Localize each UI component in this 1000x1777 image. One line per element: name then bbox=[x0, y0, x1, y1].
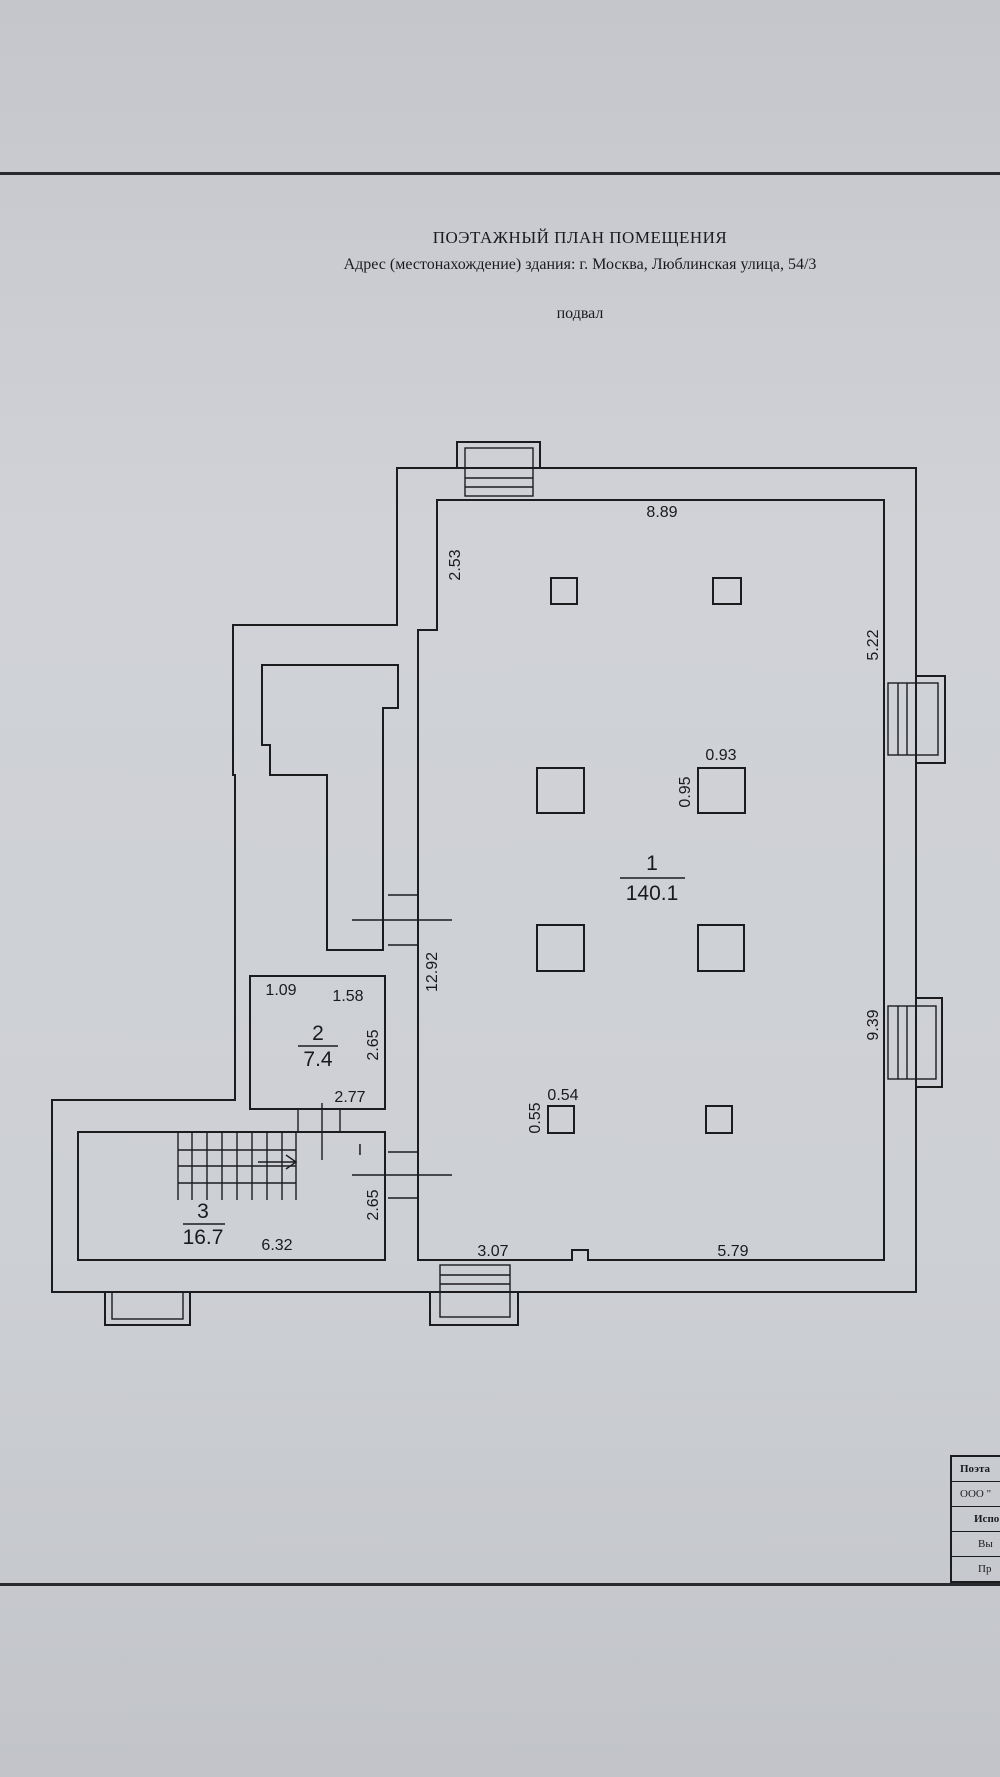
column bbox=[705, 1105, 733, 1134]
corridor-wall bbox=[261, 664, 399, 951]
dim-left-upper-height: 2.53 bbox=[447, 549, 464, 580]
room-3-area: 16.7 bbox=[183, 1226, 224, 1249]
room-1-area: 140.1 bbox=[626, 882, 679, 905]
dim-room2-bottom-width: 2.77 bbox=[334, 1089, 365, 1106]
entrance-top bbox=[456, 441, 541, 468]
outer-wall bbox=[51, 467, 917, 1293]
dim-small-column-width: 0.54 bbox=[547, 1087, 578, 1104]
room-3-wall bbox=[77, 1131, 386, 1261]
dim-column-height: 0.95 bbox=[677, 776, 694, 807]
stamp-row: Поэта bbox=[952, 1457, 1000, 1482]
address-line: Адрес (местонахождение) здания: г. Москв… bbox=[343, 256, 817, 273]
main-room-wall bbox=[417, 499, 885, 1261]
room-3-number: 3 bbox=[197, 1200, 209, 1223]
stair-bottom bbox=[439, 1264, 511, 1318]
entrance-bottom bbox=[429, 1292, 519, 1326]
room-1-number: 1 bbox=[646, 852, 658, 875]
column bbox=[697, 767, 746, 814]
column bbox=[697, 924, 745, 972]
column bbox=[547, 1105, 575, 1134]
pit-bottom-left bbox=[104, 1292, 191, 1326]
stamp-row: ООО " bbox=[952, 1482, 1000, 1507]
floor-label: подвал bbox=[556, 305, 604, 322]
column bbox=[536, 767, 585, 814]
column bbox=[536, 924, 585, 972]
room-2-number: 2 bbox=[312, 1022, 324, 1045]
room-3-stairs bbox=[177, 1132, 298, 1200]
plan-title: ПОЭТАЖНЫЙ ПЛАН ПОМЕЩЕНИЯ bbox=[432, 228, 728, 247]
dim-room3-height: 2.65 bbox=[365, 1189, 382, 1220]
dim-top-width: 8.89 bbox=[646, 504, 677, 521]
stair-right-upper bbox=[887, 682, 939, 756]
title-block-stamp: Поэта ООО " Испо Вы Пр bbox=[950, 1455, 1000, 1583]
dim-room2-height: 2.65 bbox=[365, 1029, 382, 1060]
dim-main-left-height: 12.92 bbox=[424, 952, 441, 992]
room-2-area: 7.4 bbox=[303, 1048, 333, 1071]
bottom-border-line bbox=[0, 1583, 1000, 1586]
dim-small-column-height: 0.55 bbox=[527, 1102, 544, 1133]
stair-right-lower bbox=[887, 1005, 937, 1080]
entrance-right-upper bbox=[916, 675, 946, 764]
dim-right-upper-height: 5.22 bbox=[865, 629, 882, 660]
top-border-line bbox=[0, 172, 1000, 175]
stamp-row: Вы bbox=[952, 1532, 1000, 1557]
dim-right-lower-height: 9.39 bbox=[865, 1009, 882, 1040]
stair-top bbox=[464, 447, 534, 497]
dim-room3-width: 6.32 bbox=[261, 1237, 292, 1254]
entrance-right-lower bbox=[916, 997, 943, 1088]
dim-room2-right-width: 1.58 bbox=[332, 988, 363, 1005]
room-2-wall bbox=[249, 975, 386, 1110]
stair-mark: I bbox=[358, 1142, 362, 1159]
column bbox=[550, 577, 578, 605]
column bbox=[712, 577, 742, 605]
stamp-row: Испо bbox=[952, 1507, 1000, 1532]
dim-column-width: 0.93 bbox=[705, 747, 736, 764]
dim-room2-left-width: 1.09 bbox=[265, 982, 296, 999]
dim-bottom-right-width: 5.79 bbox=[717, 1243, 748, 1260]
stamp-row: Пр bbox=[978, 1563, 992, 1575]
dim-bottom-left-width: 3.07 bbox=[477, 1243, 508, 1260]
